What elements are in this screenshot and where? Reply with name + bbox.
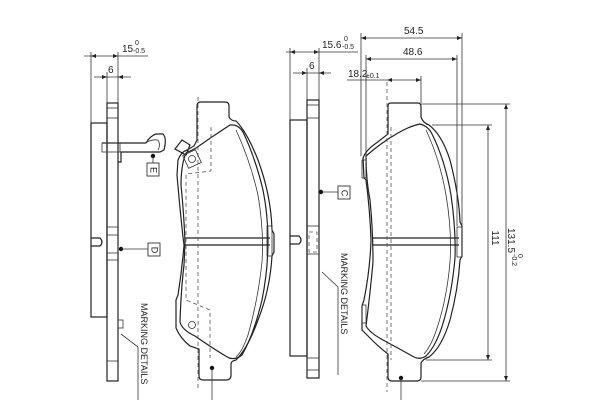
marking-details-mid: MARKING DETAILS <box>321 253 349 375</box>
left-side-view <box>90 102 166 382</box>
svg-text:-0.5: -0.5 <box>133 48 145 55</box>
svg-text:0: 0 <box>344 36 348 43</box>
dim-mid-backing: 6 <box>309 61 315 72</box>
svg-text:D: D <box>150 247 160 254</box>
middle-thickness-dimension: 15.6 0 -0.5 6 <box>286 36 358 120</box>
dim-friction-width: 48.6 <box>403 47 423 58</box>
width-dimensions: 54.5 48.6 18.2 ±0.1 <box>347 26 463 226</box>
callout-a: A <box>398 375 404 400</box>
callout-e: E <box>146 153 160 177</box>
svg-text:0: 0 <box>516 254 523 258</box>
svg-text:0: 0 <box>135 40 139 47</box>
dim-overall-height: 131.5 <box>505 228 516 253</box>
callout-d: D <box>118 242 161 257</box>
middle-side-view <box>289 99 320 379</box>
svg-text:-0.5: -0.5 <box>342 44 354 51</box>
dim-tab-width: 18.2 <box>348 69 368 80</box>
callout-b: B <box>209 365 215 400</box>
svg-text:-0.2: -0.2 <box>510 254 517 266</box>
dim-left-backing: 6 <box>108 65 114 76</box>
svg-text:E: E <box>149 167 159 173</box>
pad-b-front-view <box>174 97 275 390</box>
svg-text:C: C <box>340 190 350 197</box>
dim-friction-height: 111 <box>489 230 500 246</box>
marking-details-left: MARKING DETAILS <box>120 303 149 400</box>
callout-c: C <box>318 185 351 200</box>
dim-left-total: 15 <box>122 44 134 55</box>
svg-text:±0.1: ±0.1 <box>366 73 380 80</box>
dim-mid-total: 15.6 <box>322 40 342 51</box>
svg-text:MARKING DETAILS: MARKING DETAILS <box>339 253 349 334</box>
pad-a-front-view <box>361 82 463 392</box>
dim-overall-width: 54.5 <box>404 26 424 37</box>
svg-text:MARKING DETAILS: MARKING DETAILS <box>139 303 149 384</box>
height-dimensions: 111 131.5 0 -0.2 <box>421 103 523 382</box>
left-thickness-dimension: 15 0 -0.5 6 <box>84 40 148 123</box>
